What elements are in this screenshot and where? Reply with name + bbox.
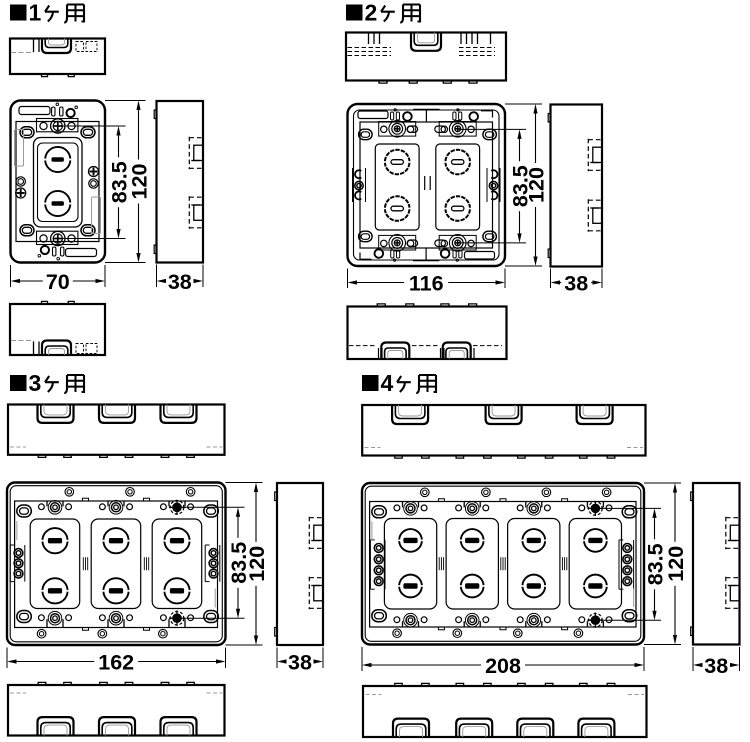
svg-text:83.5: 83.5	[644, 543, 668, 585]
svg-text:162: 162	[98, 651, 134, 675]
svg-text:116: 116	[409, 272, 444, 296]
svg-text:208: 208	[485, 654, 521, 678]
svg-text:120: 120	[525, 167, 549, 203]
svg-text:70: 70	[46, 270, 70, 294]
svg-text:83.5: 83.5	[107, 161, 131, 203]
svg-text:38: 38	[288, 651, 312, 675]
svg-text:4: 4	[381, 370, 394, 396]
svg-text:38: 38	[704, 654, 728, 678]
svg-text:83.5: 83.5	[509, 165, 533, 207]
svg-text:2: 2	[365, 0, 378, 26]
svg-text:83.5: 83.5	[227, 542, 251, 584]
svg-text:3: 3	[29, 370, 42, 396]
svg-text:38: 38	[168, 270, 192, 294]
svg-text:38: 38	[564, 272, 588, 296]
svg-text:120: 120	[664, 546, 688, 582]
svg-text:120: 120	[245, 546, 269, 582]
svg-text:1: 1	[29, 0, 42, 26]
svg-text:120: 120	[128, 164, 152, 200]
